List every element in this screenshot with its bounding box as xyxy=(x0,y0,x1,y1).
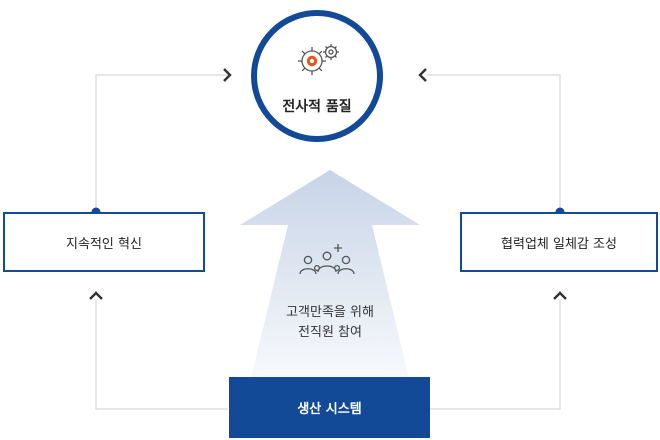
left-box: 지속적인 혁신 xyxy=(3,212,205,272)
center-circle: 전사적 품질 xyxy=(251,10,383,142)
chevron-up-left-icon xyxy=(89,291,103,300)
right-box-label: 협력업체 일체감 조성 xyxy=(501,236,617,252)
arrow-text-line-1: 고객만족을 위해 xyxy=(286,305,374,320)
right-box: 협력업체 일체감 조성 xyxy=(460,212,658,272)
chevron-up-right-icon xyxy=(553,291,567,300)
left-box-label: 지속적인 혁신 xyxy=(66,236,142,252)
chevron-right-icon xyxy=(223,68,232,82)
people-plus-icon xyxy=(299,244,355,275)
arrow-text-line-2: 전직원 참여 xyxy=(298,325,362,340)
upward-arrow xyxy=(240,170,420,378)
center-label: 전사적 품질 xyxy=(282,99,352,115)
chevron-left-icon xyxy=(418,68,427,82)
gears-icon xyxy=(298,44,339,75)
base-box-label: 생산 시스템 xyxy=(297,402,362,417)
base-box: 생산 시스템 xyxy=(229,377,430,438)
